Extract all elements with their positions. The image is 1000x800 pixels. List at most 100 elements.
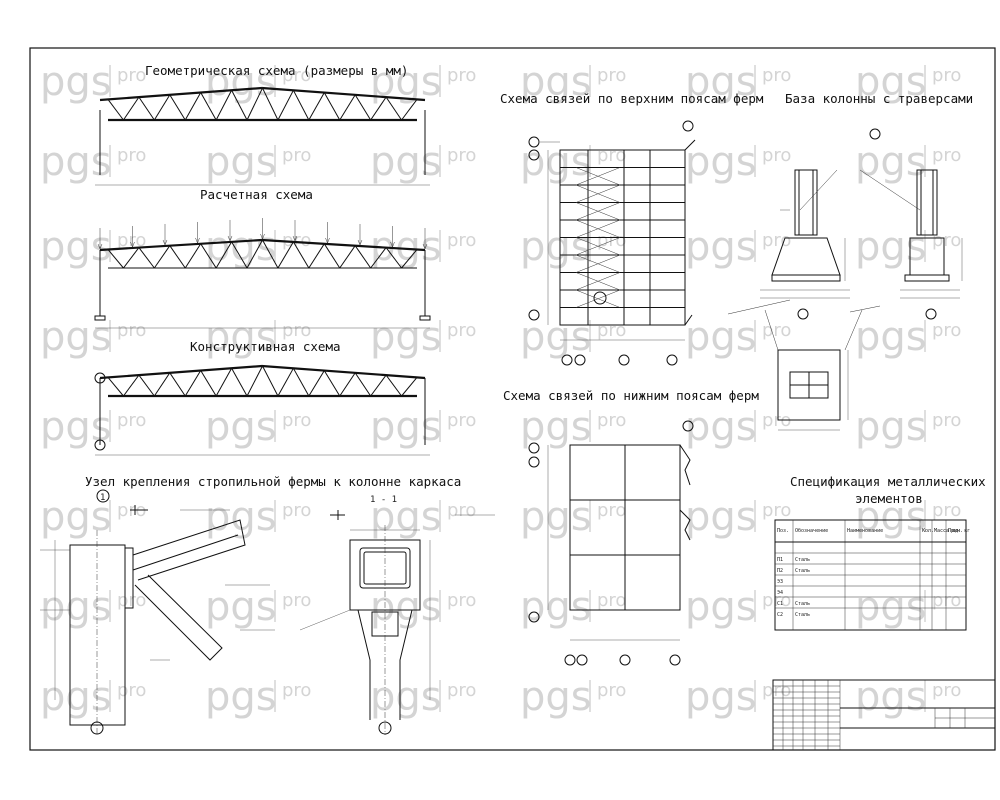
watermark-suffix: pro <box>282 680 311 701</box>
watermark-text: pgs <box>685 404 757 450</box>
title-geom: Геометрическая схема (размеры в мм) <box>145 63 408 78</box>
watermark-suffix: pro <box>932 145 961 166</box>
spec-cell: Э3 <box>777 579 783 585</box>
watermark-text: pgs <box>205 674 277 720</box>
watermark-suffix: pro <box>447 680 476 701</box>
watermark-suffix: pro <box>447 590 476 611</box>
spec-header: Прим. <box>948 528 963 534</box>
watermark-text: pgs <box>370 314 442 360</box>
geom-scheme <box>95 86 430 186</box>
watermark-text: pgs <box>205 139 277 185</box>
watermark-text: pgs <box>685 674 757 720</box>
watermark-suffix: pro <box>447 320 476 341</box>
watermark-suffix: pro <box>117 65 146 86</box>
watermark-text: pgs <box>40 139 112 185</box>
watermark-suffix: pro <box>282 590 311 611</box>
spec-header: Обозначение <box>795 527 828 534</box>
watermark-text: pgs <box>370 494 442 540</box>
watermark-suffix: pro <box>597 680 626 701</box>
watermark-suffix: pro <box>597 230 626 251</box>
watermark-suffix: pro <box>117 410 146 431</box>
spec-cell: П1 <box>777 557 783 563</box>
spec-cell: С2 <box>777 612 783 618</box>
watermark-text: pgs <box>205 224 277 270</box>
watermark-text: pgs <box>855 139 927 185</box>
watermark-suffix: pro <box>282 145 311 166</box>
watermark-text: pgs <box>205 59 277 105</box>
watermark-text: pgs <box>205 404 277 450</box>
watermark-suffix: pro <box>447 65 476 86</box>
column-base <box>727 128 963 431</box>
watermark-text: pgs <box>685 224 757 270</box>
watermark-text: pgs <box>370 404 442 450</box>
watermark-text: pgs <box>855 674 927 720</box>
watermark-suffix: pro <box>282 320 311 341</box>
spec-header: Кол. <box>922 528 934 534</box>
spec-cell: П2 <box>777 568 783 574</box>
title-bottom-bracing: Схема связей по нижним поясам ферм <box>503 388 759 403</box>
title-calc: Расчетная схема <box>200 187 313 202</box>
watermark-suffix: pro <box>762 145 791 166</box>
watermark-suffix: pro <box>282 500 311 521</box>
watermark-suffix: pro <box>932 500 961 521</box>
node-view-label: 1 <box>100 493 105 503</box>
bottom-bracing-plan <box>528 420 694 666</box>
section-label: 1 - 1 <box>370 495 397 505</box>
watermark-text: pgs <box>520 224 592 270</box>
watermark-text: pgs <box>685 139 757 185</box>
watermark-text: pgs <box>370 674 442 720</box>
watermark-suffix: pro <box>282 230 311 251</box>
node-view-1: 1 <box>40 489 275 735</box>
watermark-text: pgs <box>855 584 927 630</box>
watermark-suffix: pro <box>117 230 146 251</box>
watermark-suffix: pro <box>762 320 791 341</box>
watermark-suffix: pro <box>447 410 476 431</box>
spec-cell: Сталь <box>795 612 810 618</box>
spec-header: Масса ед. кг <box>934 528 970 534</box>
title-block <box>772 679 996 751</box>
constr-scheme <box>94 364 430 456</box>
watermark-text: pgs <box>855 224 927 270</box>
spec-cell: Э4 <box>777 590 783 596</box>
watermark-text: pgs <box>205 314 277 360</box>
watermark-text: pgs <box>520 584 592 630</box>
sheet-frame <box>29 47 996 751</box>
watermark-text: pgs <box>370 584 442 630</box>
watermark-text: pgs <box>40 59 112 105</box>
watermark-text: pgs <box>685 314 757 360</box>
watermark-text: pgs <box>520 404 592 450</box>
watermark-text: pgs <box>205 494 277 540</box>
watermark-suffix: pro <box>117 145 146 166</box>
watermark-text: pgs <box>40 404 112 450</box>
top-bracing-plan <box>528 120 696 366</box>
watermark-text: pgs <box>370 139 442 185</box>
spec-cell: Сталь <box>795 568 810 574</box>
watermark-text: pgs <box>205 584 277 630</box>
watermark-suffix: pro <box>762 230 791 251</box>
watermark-text: pgs <box>855 404 927 450</box>
watermark-suffix: pro <box>932 410 961 431</box>
watermark-suffix: pro <box>597 320 626 341</box>
calc-scheme <box>94 218 431 329</box>
watermark-suffix: pro <box>762 410 791 431</box>
watermark-text: pgs <box>40 674 112 720</box>
watermark-text: pgs <box>40 494 112 540</box>
watermark-text: pgs <box>855 314 927 360</box>
watermark-text: pgs <box>40 314 112 360</box>
watermark-suffix: pro <box>597 410 626 431</box>
watermark-suffix: pro <box>932 590 961 611</box>
watermark-suffix: pro <box>117 680 146 701</box>
node-section: 1 - 1 <box>299 495 495 735</box>
watermark-text: pgs <box>40 584 112 630</box>
spec-header: Поз. <box>777 528 789 534</box>
title-node: Узел крепления стропильной фермы к колон… <box>85 474 461 489</box>
watermark-suffix: pro <box>932 680 961 701</box>
watermark-suffix: pro <box>762 500 791 521</box>
watermark-suffix: pro <box>447 145 476 166</box>
watermark-suffix: pro <box>447 230 476 251</box>
watermark-text: pgs <box>685 494 757 540</box>
watermark-suffix: pro <box>597 65 626 86</box>
